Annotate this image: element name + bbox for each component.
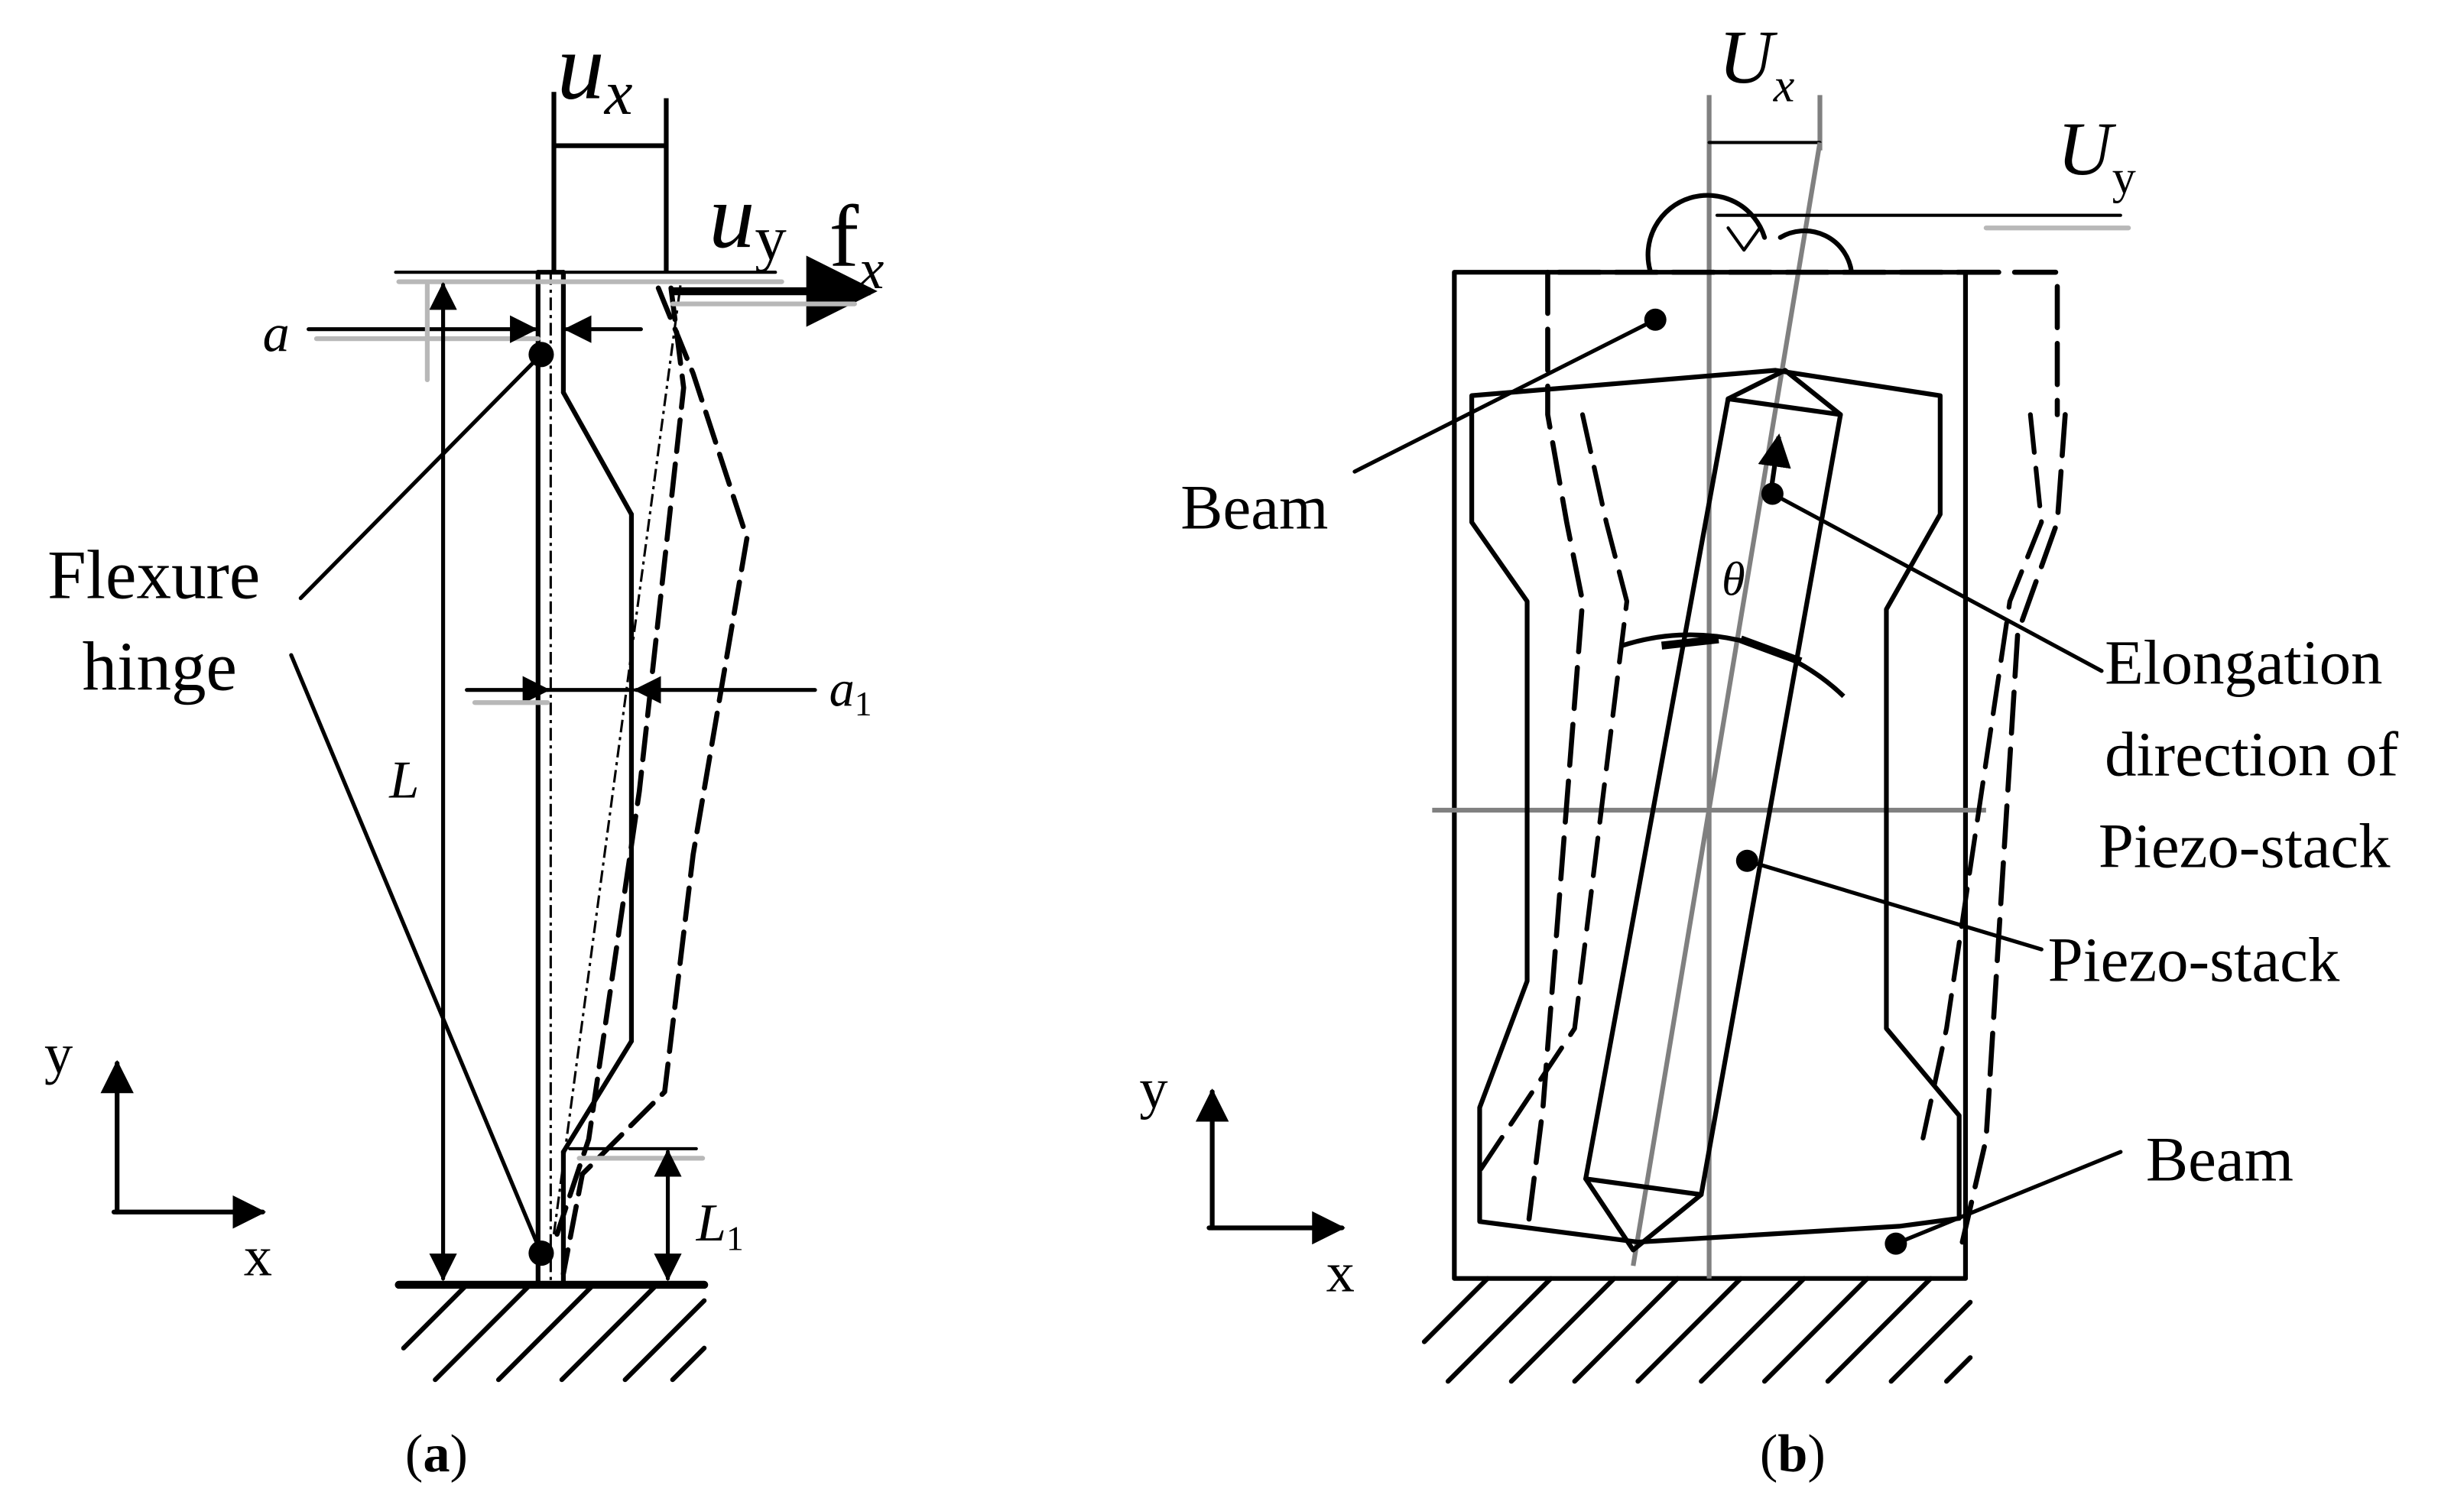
label-fx: fx (829, 188, 885, 301)
label-L: L (388, 750, 419, 809)
label-ux: ux (557, 13, 633, 128)
dimension-L1 (568, 1146, 706, 1282)
ground-a (394, 1280, 709, 1383)
dimension-L (424, 282, 457, 1282)
label-L1: L1 (696, 1193, 744, 1257)
top-cap (1645, 193, 1768, 275)
dimension-a (307, 315, 643, 343)
caption-a: (a) (405, 1424, 468, 1484)
label-flexure-hinge-line1: Flexure (47, 537, 260, 614)
label-Uy: Uy (2057, 107, 2136, 204)
theta-arc (1621, 632, 1846, 699)
label-Ux: Ux (1719, 15, 1795, 112)
label-beam-top: Beam (1180, 472, 1328, 543)
label-piezo-stack: Piezo-stack (2048, 925, 2340, 995)
beam-undeformed (535, 270, 635, 1288)
axis-y-label-b: y (1139, 1058, 1167, 1120)
label-elongation-line1: Elongation (2105, 627, 2382, 697)
label-elongation-line2: direction of (2105, 718, 2398, 789)
panel-b: Ux Uy θ Beam Beam Elongation direction o… (1139, 15, 2398, 1484)
axes-a (100, 1059, 266, 1229)
axes-b (1195, 1088, 1346, 1245)
deflection-center-line (552, 284, 682, 1234)
beam-solid (1469, 368, 1962, 1245)
ground-b (1421, 1276, 1973, 1384)
beam-deformed (554, 285, 750, 1276)
piezo-stack (1583, 368, 1843, 1253)
label-beam-bottom: Beam (2146, 1124, 2294, 1194)
panel-a: ux uy fx a a1 L L1 Flexure hinge y x (a) (44, 13, 884, 1484)
label-a: a (263, 304, 290, 364)
caption-b: (b) (1760, 1424, 1826, 1484)
label-uy: uy (709, 165, 787, 274)
label-theta: θ (1722, 553, 1745, 605)
axis-y-label-a: y (44, 1023, 73, 1086)
label-flexure-hinge-line2: hinge (83, 628, 237, 705)
label-a1: a1 (829, 661, 872, 722)
dimension-a1 (465, 676, 817, 705)
label-elongation-line3: Piezo-stack (2099, 811, 2391, 881)
axis-x-label-b: x (1326, 1241, 1355, 1304)
axis-x-label-a: x (244, 1226, 272, 1289)
